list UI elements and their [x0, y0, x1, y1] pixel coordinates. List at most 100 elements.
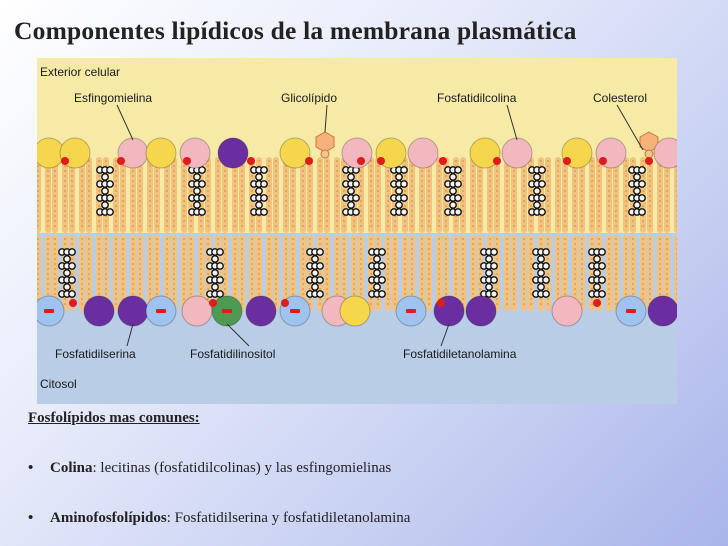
cholesterol-atom	[106, 180, 114, 188]
glycolipid-sugar	[315, 131, 335, 153]
cholesterol-atom	[598, 248, 606, 256]
lipid-head	[117, 295, 149, 327]
lipid-head	[647, 295, 677, 327]
item-text: : lecitinas (fosfatidilcolinas) y las es…	[92, 460, 392, 476]
lipid-head	[181, 295, 213, 327]
cholesterol-atom	[216, 262, 224, 270]
cholesterol-atom	[193, 187, 201, 195]
lipid-head	[339, 295, 371, 327]
leader-line	[506, 104, 518, 141]
cholesterol-atom	[395, 201, 403, 209]
cholesterol-atom	[485, 255, 493, 263]
cholesterol-atom	[395, 173, 403, 181]
negative-charge	[626, 309, 636, 313]
lipid-head	[465, 295, 497, 327]
cholesterol-atom	[193, 201, 201, 209]
cholesterol-atom	[490, 248, 498, 256]
cholesterol-atom	[533, 201, 541, 209]
lipid-head	[279, 137, 311, 169]
cholesterol-atom	[255, 201, 263, 209]
charge-dot	[117, 157, 125, 165]
cholesterol-atom	[311, 269, 319, 277]
membrane-figure: Exterior celular Esfingomielina Glicolíp…	[37, 58, 677, 404]
cholesterol-molecules	[58, 166, 646, 298]
citosol-label: Citosol	[40, 377, 77, 391]
cholesterol-atom	[400, 166, 408, 174]
cholesterol-atom	[538, 166, 546, 174]
phosphatidylethanolamine-label: Fosfatidiletanolamina	[403, 347, 517, 361]
cholesterol-atom	[638, 208, 646, 216]
item-term: Aminofosfolípidos	[50, 510, 167, 526]
cholesterol-atom	[316, 276, 324, 284]
cholesterol-atom	[485, 269, 493, 277]
cholesterol-atom	[542, 290, 550, 298]
charge-dot	[593, 299, 601, 307]
lipid-heads	[37, 131, 677, 327]
cholesterol-atom	[260, 166, 268, 174]
charge-dot	[61, 157, 69, 165]
cholesterol-atom	[378, 276, 386, 284]
item-term: Colina	[50, 460, 93, 476]
glycolipid-link	[644, 149, 654, 159]
cholesterol-atom	[378, 290, 386, 298]
cholesterol-atom	[311, 283, 319, 291]
cholesterol-atom	[542, 276, 550, 284]
cholesterol-atom	[598, 262, 606, 270]
cholesterol-atom	[352, 208, 360, 216]
exterior-label: Exterior celular	[40, 65, 120, 79]
cholesterol-atom	[593, 269, 601, 277]
cholesterol-atom	[316, 262, 324, 270]
glycolipid-link	[320, 149, 330, 159]
cholesterol-label: Colesterol	[593, 91, 647, 105]
lipid-head	[145, 137, 177, 169]
cholesterol-atom	[106, 208, 114, 216]
cholesterol-atom	[198, 194, 206, 202]
phosphatidylserine-label: Fosfatidilserina	[55, 347, 136, 361]
cholesterol-atom	[633, 201, 641, 209]
cholesterol-atom	[638, 166, 646, 174]
membrane-diagram: Exterior celular Esfingomielina Glicolíp…	[37, 58, 677, 404]
charge-dot	[563, 157, 571, 165]
phosphatidylcholine-label: Fosfatidilcolina	[437, 91, 517, 105]
cholesterol-atom	[454, 166, 462, 174]
leader-line	[616, 104, 644, 151]
cholesterol-atom	[538, 194, 546, 202]
cholesterol-atom	[211, 255, 219, 263]
cholesterol-atom	[400, 194, 408, 202]
label-leader-lines	[116, 104, 644, 347]
item-text: : Fosfatidilserina y fosfatidiletanolami…	[166, 510, 411, 526]
cholesterol-atom	[101, 187, 109, 195]
cholesterol-atom	[216, 248, 224, 256]
cholesterol-atom	[347, 187, 355, 195]
negative-charge	[406, 309, 416, 313]
cholesterol-atom	[485, 283, 493, 291]
charge-dot	[305, 157, 313, 165]
cholesterol-atom	[593, 283, 601, 291]
cholesterol-atom	[542, 262, 550, 270]
cholesterol-atom	[347, 173, 355, 181]
cholesterol-atom	[255, 187, 263, 195]
charge-dot	[645, 157, 653, 165]
cholesterol-atom	[68, 262, 76, 270]
cholesterol-atom	[106, 166, 114, 174]
cholesterol-atom	[490, 290, 498, 298]
section-heading: Fosfolípidos mas comunes:	[28, 410, 200, 426]
leader-line	[126, 323, 134, 347]
cholesterol-atom	[373, 255, 381, 263]
cholesterol-atom	[538, 180, 546, 188]
cholesterol-atom	[316, 290, 324, 298]
cholesterol-atom	[593, 255, 601, 263]
charge-dot	[247, 157, 255, 165]
leader-line	[440, 323, 450, 347]
lipid-head	[653, 137, 677, 169]
charge-dot	[209, 299, 217, 307]
cholesterol-atom	[378, 262, 386, 270]
cholesterol-atom	[216, 290, 224, 298]
cholesterol-atom	[395, 187, 403, 195]
lipid-head	[341, 137, 373, 169]
cholesterol-atom	[260, 194, 268, 202]
cholesterol-atom	[311, 255, 319, 263]
page-title: Componentes lipídicos de la membrana pla…	[14, 16, 577, 45]
lipid-head	[551, 295, 583, 327]
cholesterol-atom	[198, 180, 206, 188]
